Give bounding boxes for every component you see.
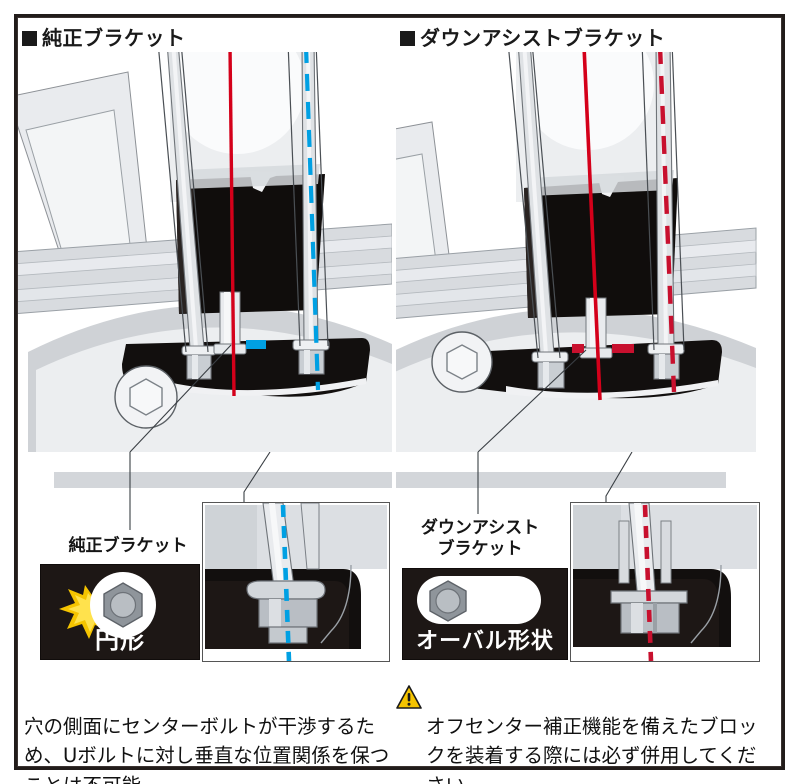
down-assist-detail-inset <box>570 502 760 662</box>
down-assist-callout-label: ダウンアシスト ブラケット <box>420 518 540 559</box>
stock-shape-swatch: 円形 <box>40 564 200 660</box>
panel-stock-illustration <box>18 52 392 452</box>
panel-down-assist-lower: ダウンアシスト ブラケット オーバル形状 <box>396 452 770 678</box>
panel-stock-lower: 純正ブラケット 円形 <box>18 452 392 678</box>
panel-down-assist-heading-text: ダウンアシストブラケット <box>420 26 666 50</box>
black-square-icon <box>22 31 37 46</box>
down-assist-caption: オフセンター補正機能を備えたブロックを装着する際には必ず併用してください。 <box>426 682 772 784</box>
down-assist-shape-caption: オーバル形状 <box>416 629 554 654</box>
panel-down-assist-heading: ダウンアシストブラケット <box>400 22 665 51</box>
stock-detail-inset <box>202 502 390 662</box>
stock-caption-text: 穴の側面にセンターボルトが干渉するため、Uボルトに対し垂直な位置関係を保つことは… <box>24 714 390 784</box>
stock-caption: 穴の側面にセンターボルトが干渉するため、Uボルトに対し垂直な位置関係を保つことは… <box>24 682 392 784</box>
warning-triangle-icon <box>396 685 422 709</box>
black-square-icon <box>400 31 415 46</box>
warning-icon-wrap <box>396 684 422 710</box>
panel-stock-heading-text: 純正ブラケット <box>42 26 186 50</box>
panel-down-assist-illustration <box>396 52 770 452</box>
panel-stock-heading: 純正ブラケット <box>22 22 186 51</box>
down-assist-caption-text: オフセンター補正機能を備えたブロックを装着する際には必ず併用してください。 <box>426 714 758 784</box>
stock-callout-label: 純正ブラケット <box>68 536 188 556</box>
stock-shape-caption: 円形 <box>95 626 145 654</box>
panel-stock: 純正ブラケット <box>18 18 392 784</box>
panel-down-assist: ダウンアシストブラケット <box>396 18 770 784</box>
down-assist-shape-swatch: オーバル形状 <box>402 568 568 660</box>
